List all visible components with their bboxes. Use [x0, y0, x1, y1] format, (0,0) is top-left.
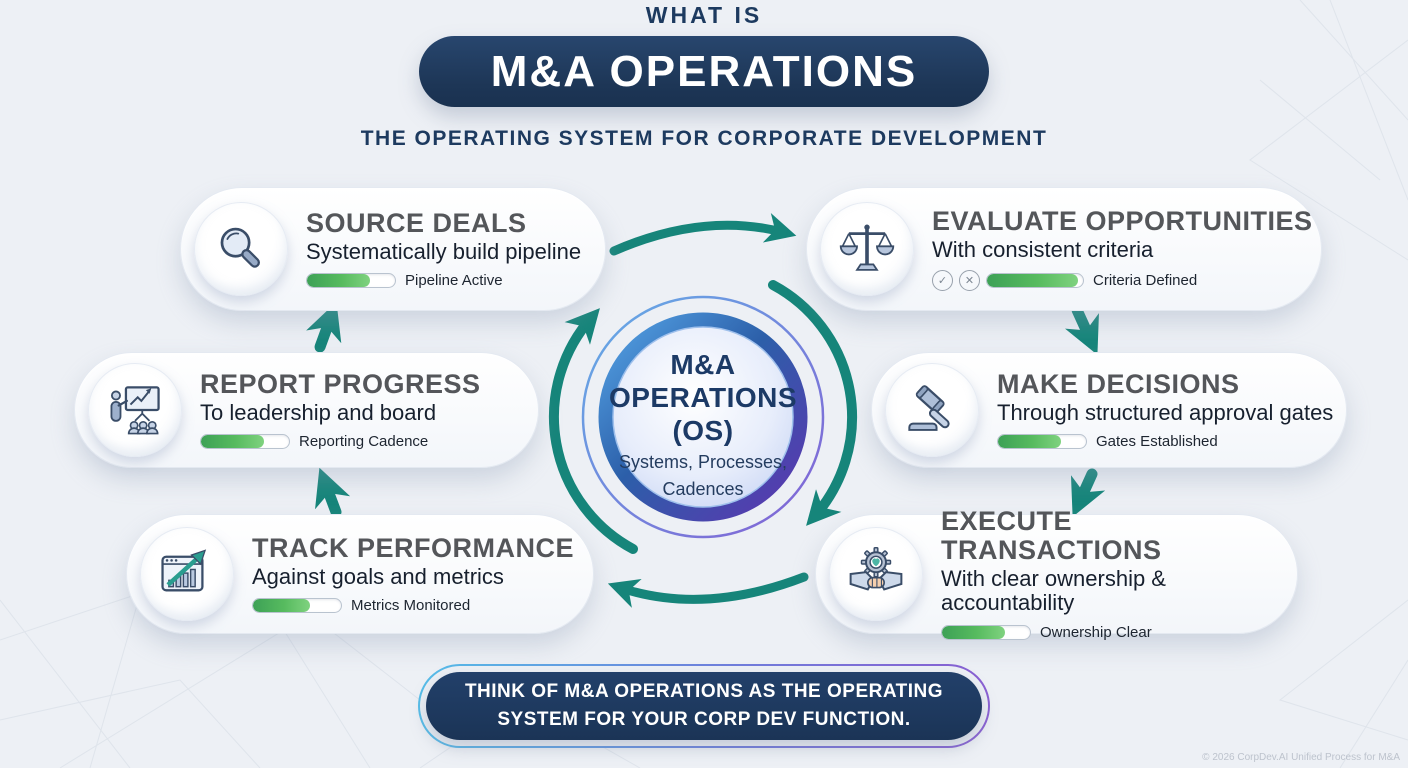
card-subtitle: To leadership and board [200, 400, 437, 426]
center-line3: (OS) [672, 415, 734, 447]
gavel-icon [908, 385, 950, 431]
center-line2: OPERATIONS [608, 382, 798, 414]
card-title: MAKE DECISIONS [997, 368, 1240, 399]
progress-bar [200, 434, 290, 450]
eyebrow-text: WHAT IS [645, 2, 763, 28]
check-circle-icon: ✓ [932, 270, 953, 292]
status-label: Gates Established [1096, 433, 1218, 451]
page-title: M&A OPERATIONS [490, 46, 918, 96]
card-title: TRACK PERFORMANCE [252, 532, 574, 563]
card-title: REPORT PROGRESS [200, 368, 481, 399]
status-label: Metrics Monitored [351, 597, 471, 615]
card-subtitle: With clear ownership & accountability [941, 566, 1166, 616]
footer-banner-ring: THINK OF M&A OPERATIONS AS THE OPERATING… [418, 664, 990, 748]
status-label: Ownership Clear [1040, 623, 1152, 641]
presentation-icon [110, 386, 160, 435]
progress-bar [997, 434, 1087, 450]
x-circle-icon: ✕ [959, 270, 980, 292]
center-sub2: Cadences [662, 478, 744, 499]
center-sub1: Systems, Processes, [618, 452, 788, 473]
progress-bar [986, 273, 1084, 289]
card-report-progress: REPORT PROGRESS To leadership and board … [74, 352, 539, 468]
card-subtitle: With consistent criteria [932, 237, 1154, 263]
card-subtitle: Through structured approval gates [997, 400, 1334, 426]
card-track-performance: TRACK PERFORMANCE Against goals and metr… [126, 514, 594, 634]
copyright-text: © 2026 CorpDev.AI Unified Process for M&… [1202, 752, 1400, 763]
progress-bar [306, 273, 396, 289]
card-source-deals: SOURCE DEALS Systematically build pipeli… [180, 187, 606, 311]
status-label: Criteria Defined [1093, 272, 1198, 290]
progress-bar [252, 598, 342, 614]
card-evaluate-opportunities: EVALUATE OPPORTUNITIES With consistent c… [806, 187, 1322, 311]
status-label: Pipeline Active [405, 272, 503, 290]
chart-icon [161, 549, 207, 592]
footer-banner: THINK OF M&A OPERATIONS AS THE OPERATING… [426, 672, 982, 740]
card-title: EVALUATE OPPORTUNITIES [932, 205, 1313, 236]
status-label: Reporting Cadence [299, 433, 429, 451]
handshake-icon [849, 546, 903, 591]
card-title: SOURCE DEALS [306, 207, 527, 238]
center-line1: M&A [670, 349, 736, 380]
card-subtitle: Systematically build pipeline [306, 239, 582, 265]
footer-banner-text: THINK OF M&A OPERATIONS AS THE OPERATING… [464, 681, 944, 730]
magnifier-icon [220, 227, 260, 268]
card-execute-transactions: EXECUTE TRANSACTIONS With clear ownershi… [815, 507, 1298, 641]
title-pill: M&A OPERATIONS [419, 36, 989, 107]
page-subtitle: THE OPERATING SYSTEM FOR CORPORATE DEVEL… [360, 127, 1048, 150]
scale-icon [839, 224, 895, 271]
card-title: EXECUTE TRANSACTIONS [941, 506, 1162, 565]
center-label: M&A OPERATIONS (OS) Systems, Processes, … [588, 348, 818, 500]
card-make-decisions: MAKE DECISIONS Through structured approv… [871, 352, 1347, 468]
progress-bar [941, 624, 1031, 640]
card-subtitle: Against goals and metrics [252, 564, 504, 590]
